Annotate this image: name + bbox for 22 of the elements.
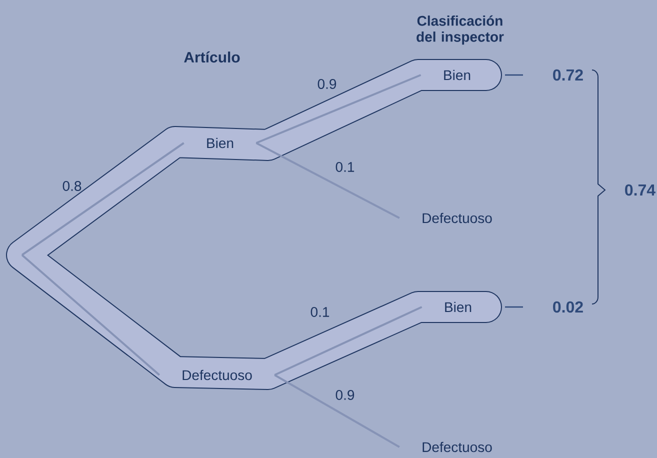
column-heading: Artículo: [184, 51, 240, 63]
edge-label: 0.1: [336, 162, 354, 172]
tree-node-label: Bien: [207, 138, 234, 148]
probability-value: 0.72: [553, 69, 583, 81]
tree-node-label: Bien: [444, 70, 470, 80]
tree-node-label: Defectuoso: [182, 370, 252, 380]
edge-label: 0.8: [62, 181, 82, 191]
branch-line: [21, 254, 160, 376]
tree-node-label: Defectuoso: [422, 212, 492, 224]
branch-line: [274, 374, 400, 448]
edge-label: 0.9: [318, 79, 336, 89]
tree-node-label: Bien: [445, 302, 472, 312]
branch-line: [256, 142, 400, 219]
branch-line: [274, 306, 422, 376]
branch-line: [256, 74, 422, 144]
probability-value: 0.02: [553, 301, 583, 313]
probability-sum: 0.74: [625, 184, 656, 196]
tree-node-label: Defectuoso: [422, 442, 492, 452]
column-heading: Clasificación del inspector: [416, 15, 504, 45]
branch-line: [21, 142, 184, 256]
edge-label: 0.9: [336, 390, 354, 400]
edge-label: 0.1: [310, 307, 330, 317]
